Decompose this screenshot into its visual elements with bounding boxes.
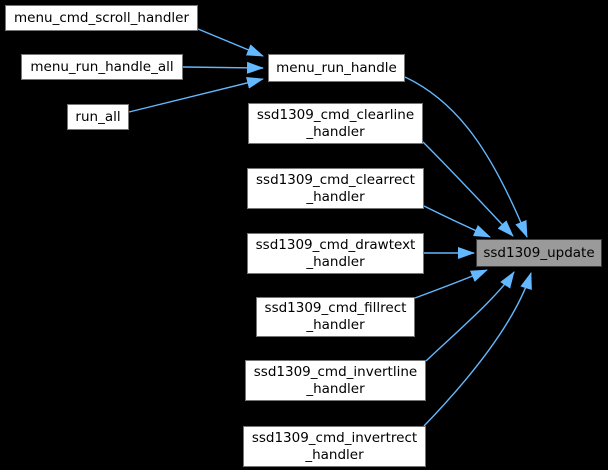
node-ssd1309-cmd-clearline-handler[interactable]: ssd1309_cmd_clearline _handler: [248, 103, 423, 144]
node-label: ssd1309_cmd_clearrect: [256, 171, 415, 188]
node-label: ssd1309_update: [483, 244, 595, 261]
node-label: _handler: [306, 188, 365, 205]
node-label: ssd1309_cmd_drawtext: [255, 236, 416, 253]
node-label: _handler: [305, 446, 364, 463]
edge-ssd1309-cmd-fillrect-handler-to-ssd1309-update: [414, 269, 488, 299]
node-label: _handler: [306, 380, 365, 397]
node-label: ssd1309_cmd_invertline: [253, 363, 418, 380]
node-label: ssd1309_cmd_invertrect: [251, 429, 418, 446]
node-ssd1309-cmd-fillrect-handler[interactable]: ssd1309_cmd_fillrect _handler: [256, 297, 415, 337]
node-ssd1309-cmd-drawtext-handler[interactable]: ssd1309_cmd_drawtext _handler: [247, 233, 424, 274]
edge-ssd1309-cmd-clearline-handler-to-ssd1309-update: [422, 141, 514, 237]
node-ssd1309-cmd-invertrect-handler[interactable]: ssd1309_cmd_invertrect _handler: [243, 426, 426, 467]
node-menu-run-handle[interactable]: menu_run_handle: [268, 54, 405, 82]
node-ssd1309-cmd-invertline-handler[interactable]: ssd1309_cmd_invertline _handler: [245, 360, 426, 401]
node-label: menu_cmd_scroll_handler: [14, 9, 189, 26]
node-menu-cmd-scroll-handler[interactable]: menu_cmd_scroll_handler: [5, 5, 198, 31]
node-label: ssd1309_cmd_clearline: [256, 106, 415, 123]
node-ssd1309-update[interactable]: ssd1309_update: [476, 239, 602, 267]
node-ssd1309-cmd-clearrect-handler[interactable]: ssd1309_cmd_clearrect _handler: [247, 168, 424, 209]
node-label: menu_run_handle: [276, 59, 397, 76]
edge-ssd1309-cmd-clearrect-handler-to-ssd1309-update: [423, 205, 491, 238]
node-label: _handler: [306, 317, 365, 333]
edge-menu-cmd-scroll-handler-to-menu-run-handle: [197, 28, 264, 57]
node-label: ssd1309_cmd_fillrect: [264, 300, 407, 316]
node-label: menu_run_handle_all: [30, 58, 174, 75]
node-run-all[interactable]: run_all: [67, 104, 129, 130]
edge-menu-run-handle-all-to-menu-run-handle: [182, 61, 264, 74]
node-label: _handler: [306, 123, 365, 140]
node-menu-run-handle-all[interactable]: menu_run_handle_all: [21, 54, 183, 80]
node-label: _handler: [306, 253, 365, 270]
edge-ssd1309-cmd-invertrect-handler-to-ssd1309-update: [423, 272, 532, 427]
node-label: run_all: [75, 108, 121, 125]
edge-menu-run-handle-to-ssd1309-update: [404, 76, 528, 238]
edge-run-all-to-menu-run-handle: [128, 77, 264, 113]
edge-ssd1309-cmd-invertline-handler-to-ssd1309-update: [425, 271, 515, 362]
